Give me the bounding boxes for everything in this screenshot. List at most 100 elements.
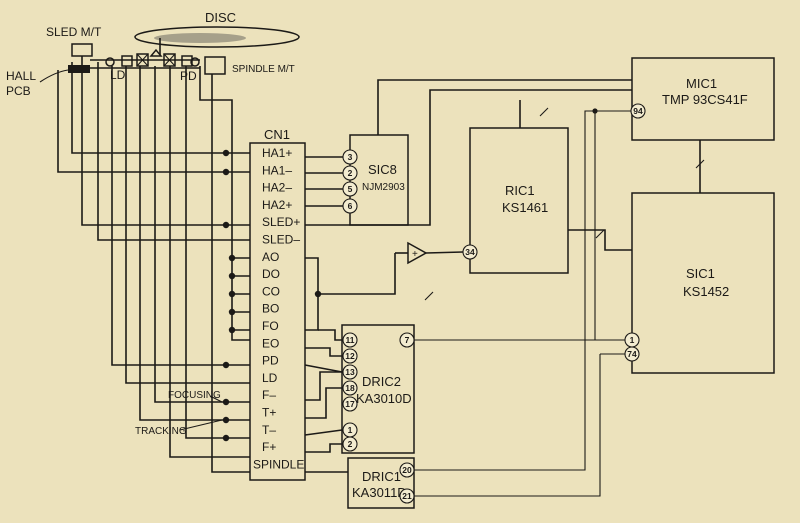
sic1-name: SIC1 <box>686 266 715 281</box>
cn1-pin-label: SLED+ <box>262 215 300 229</box>
dric2-pin <box>342 364 358 380</box>
cn1-label: CN1 <box>264 127 290 142</box>
dric2-name: DRIC2 <box>362 374 401 389</box>
wire-co-amp <box>340 253 396 295</box>
sled-motor-box <box>71 43 93 57</box>
sic8-name: SIC8 <box>368 162 397 177</box>
cn1-pin-label: HA1– <box>262 163 292 177</box>
tick-2 <box>539 107 549 117</box>
tick-4 <box>695 159 705 169</box>
dric2-pin-label: 7 <box>405 335 410 345</box>
junction-dot <box>228 272 236 280</box>
hall-pcb-block <box>68 65 90 73</box>
mic1-box <box>631 57 775 141</box>
sic1-pin-74-label: 74 <box>627 349 637 359</box>
disc-label: DISC <box>205 10 236 25</box>
pickup-block-2 <box>136 53 149 67</box>
wire-pd-bus <box>199 66 250 341</box>
dric2-pin <box>342 348 358 364</box>
wire-sledp <box>81 56 250 226</box>
ld-diode <box>105 57 115 67</box>
junction-dot <box>228 326 236 334</box>
dric2-pin-label: 12 <box>345 351 355 361</box>
junction-dot <box>222 168 230 176</box>
sic1-box <box>631 192 775 374</box>
cn1-pin-label: SLED– <box>262 233 300 247</box>
wire-fminus <box>154 66 250 403</box>
disc-outline <box>134 26 300 48</box>
pickup-block-3-x2 <box>163 53 176 67</box>
ric1-part: KS1461 <box>502 200 548 215</box>
wire-fplus <box>169 66 250 458</box>
cn1-pin-label: DO <box>262 267 280 281</box>
sic8-pin-label: 6 <box>348 201 353 211</box>
dric2-part: KA3010D <box>356 391 412 406</box>
wire-mic1-dric1 <box>414 110 595 471</box>
hall-pointer <box>39 69 69 83</box>
wire-cn1-dric2-1 <box>304 429 343 436</box>
cn1-pin-label: HA1+ <box>262 146 292 160</box>
lens-triangle <box>149 48 163 57</box>
dric2-pin <box>342 380 358 396</box>
ric1-name: RIC1 <box>505 183 535 198</box>
sic8-pin-label: 3 <box>348 152 353 162</box>
dric2-pin <box>342 436 358 452</box>
mic1-part: TMP 93CS41F <box>662 92 748 107</box>
disc-shading <box>154 33 246 43</box>
ric1-pin-34-label: 34 <box>465 247 475 257</box>
wire-ric1-sic1 <box>568 229 632 251</box>
sic1-part: KS1452 <box>683 284 729 299</box>
dric2-pin-label: 18 <box>345 383 355 393</box>
wire-cn1-dric2-17 <box>305 387 342 419</box>
sic1-pin-1-label: 1 <box>630 335 635 345</box>
cn1-pin-label: FO <box>262 319 279 333</box>
tick-1 <box>424 291 434 301</box>
ld-label: LD <box>110 68 126 82</box>
sic8-pin-label: 5 <box>348 184 353 194</box>
tick-3 <box>595 229 605 239</box>
wire-sled-mic1 <box>305 89 632 226</box>
wire-tplus <box>139 66 250 421</box>
wire-ha1p <box>71 62 250 154</box>
wire-sic8-mic1 <box>377 79 632 135</box>
junction-dot <box>222 149 230 157</box>
cn1-pin-label: T– <box>262 423 276 437</box>
hall-label-1: HALL <box>6 69 36 83</box>
dric2-pin-label: 1 <box>348 425 353 435</box>
wiring <box>57 56 705 497</box>
tracking-leader <box>179 419 223 431</box>
junction-dot <box>222 361 230 369</box>
amplifier-plus: + <box>412 249 418 260</box>
dric2-box <box>341 324 415 454</box>
junction-dot <box>222 434 230 442</box>
cn1-pin-label: HA2+ <box>262 198 292 212</box>
junction-dot <box>228 254 236 262</box>
cn1-pin-label: CO <box>262 284 280 298</box>
hall-label-2: PCB <box>6 84 31 98</box>
wire-ha1m <box>57 70 250 173</box>
ric1-box <box>469 127 569 274</box>
pickup-block-1 <box>121 55 133 67</box>
junction-dots <box>222 108 598 442</box>
sic8-box <box>349 134 409 226</box>
wire-mic1-94 <box>594 110 631 341</box>
dric2-pin-label: 11 <box>346 335 355 345</box>
cn1-pin-label: F+ <box>262 440 276 454</box>
pickup-block-4 <box>181 55 193 67</box>
wire-cn1-dric2-2 <box>305 443 342 453</box>
sic8-pin-label: 2 <box>348 168 353 178</box>
sled-mt-label: SLED M/T <box>46 25 102 39</box>
dric1-pin-21-label: 21 <box>402 491 412 501</box>
junction-dot <box>592 108 598 114</box>
cn1-pin-label: T+ <box>262 406 276 420</box>
junction-dot <box>222 221 230 229</box>
dric1-box <box>347 457 415 509</box>
wire-ld <box>125 66 250 384</box>
cn1-pin-label: HA2– <box>262 181 292 195</box>
focusing-label: FOCUSING <box>168 390 221 401</box>
cn1-pin-label: LD <box>262 371 278 385</box>
wire-cn1-dric2-11 <box>318 329 342 341</box>
cn1-pin-label: PD <box>262 354 279 368</box>
cn1-pin-label: AO <box>262 250 279 264</box>
